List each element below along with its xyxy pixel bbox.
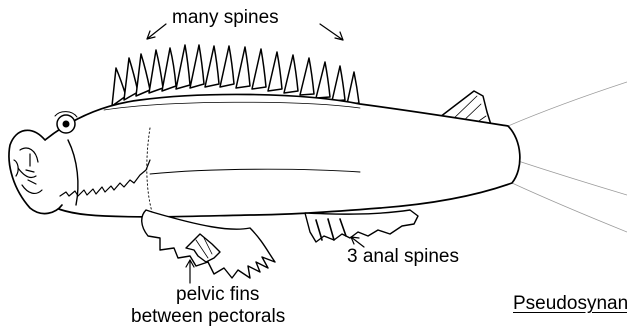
dorsal-spine [347, 72, 359, 104]
dorsal-spine [190, 45, 204, 88]
dorsal-spine [136, 54, 150, 96]
dorsal-spine [162, 48, 176, 91]
dorsal-spine [332, 66, 345, 101]
dorsal-spines-label: many spines [172, 7, 279, 28]
dorsal-spine [268, 52, 282, 91]
dorsal-spine [284, 55, 298, 93]
anal-spines-label: 3 anal spines [347, 246, 459, 267]
dorsal-spine [176, 45, 190, 89]
dorsal-spine [300, 58, 314, 95]
dorsal-spine [316, 62, 330, 98]
pupil [63, 121, 70, 128]
dorsal-spine [205, 46, 219, 87]
dorsal-spine [220, 46, 234, 87]
dorsal-spine [149, 50, 163, 93]
pelvic-fins-label-line2: between pectorals [131, 306, 285, 327]
genus-name-label: Pseudosynance [513, 293, 627, 314]
caudal-fin [508, 82, 627, 232]
pelvic-fins-label: pelvic fins [176, 284, 259, 305]
dorsal-spine [252, 49, 266, 89]
dorsal-spine [236, 47, 250, 88]
